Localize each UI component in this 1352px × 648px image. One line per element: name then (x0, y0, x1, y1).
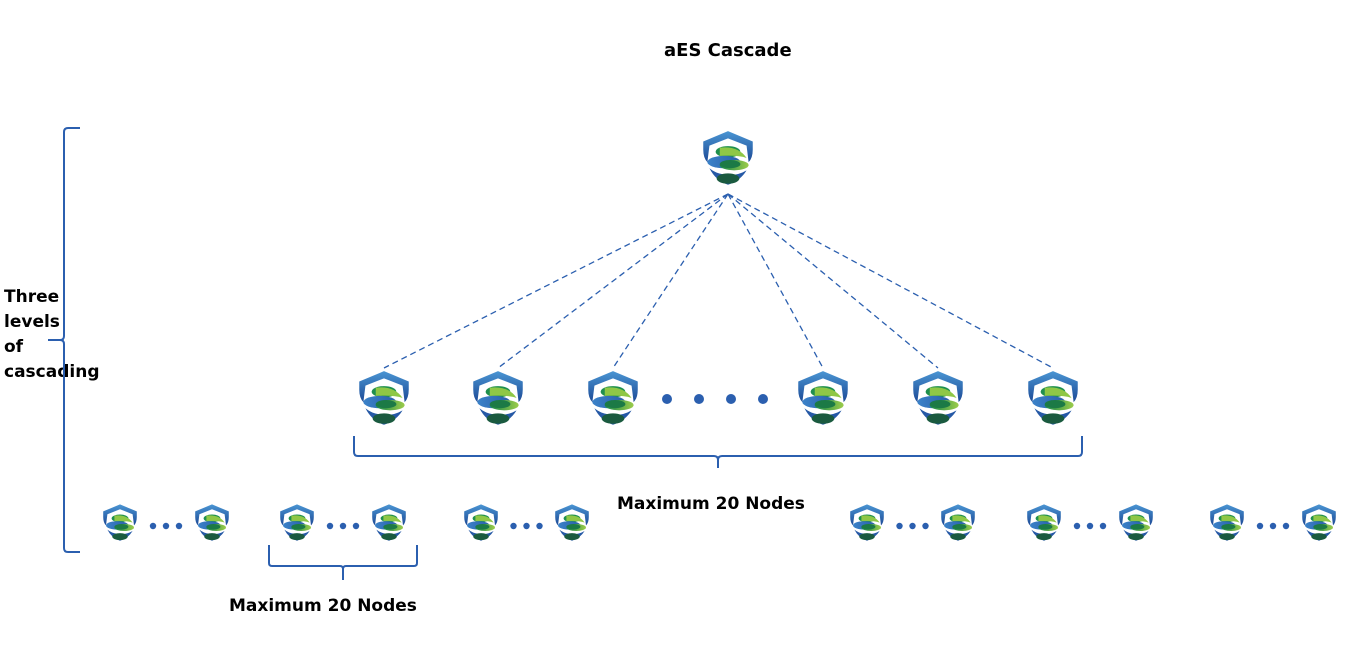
aes-node-icon (798, 371, 848, 425)
aes-node-icon (941, 504, 975, 541)
ellipsis-dot (175, 522, 183, 530)
ellipsis-dot (1099, 522, 1107, 530)
aes-node-icon (850, 504, 884, 541)
aes-node-icon (703, 131, 753, 185)
connection-lines (383, 193, 1054, 369)
levels-label-line: cascading (4, 362, 100, 382)
ellipsis-dot (1269, 522, 1277, 530)
aes-node-icon (1027, 504, 1061, 541)
ellipsis-dots (149, 394, 1290, 530)
ellipsis-dot (162, 522, 170, 530)
ellipsis-dot (536, 522, 543, 530)
levels-bracket (48, 127, 80, 553)
brackets (48, 127, 1083, 580)
dashed-connector (727, 193, 1054, 369)
dashed-connector (727, 193, 939, 369)
ellipsis-dot (694, 394, 704, 404)
aes-node-icon (464, 504, 498, 541)
ellipsis-dot (922, 522, 929, 530)
ellipsis-dot (1282, 522, 1290, 530)
aes-node-icon (1210, 504, 1244, 541)
ellipsis-dot (149, 522, 157, 530)
ellipsis-dot (326, 522, 334, 530)
level3-caption: Maximum 20 Nodes (229, 596, 417, 616)
aes-node-icon (473, 371, 523, 425)
aes-node-icon (1028, 371, 1078, 425)
nodes (103, 131, 1336, 541)
dashed-connector (497, 193, 729, 369)
aes-node-icon (359, 371, 409, 425)
aes-node-icon (280, 504, 314, 541)
ellipsis-dot (352, 522, 360, 530)
ellipsis-dot (896, 522, 903, 530)
aes-node-icon (913, 371, 963, 425)
ellipsis-dot (339, 522, 347, 530)
ellipsis-dot (523, 522, 530, 530)
ellipsis-dot (510, 522, 517, 530)
levels-label-line: of (4, 337, 24, 357)
level2-caption: Maximum 20 Nodes (617, 494, 805, 514)
ellipsis-dot (1086, 522, 1094, 530)
levels-label: Three levels of cascading (4, 285, 99, 385)
ellipsis-dot (758, 394, 768, 404)
levels-label-line: levels (4, 312, 60, 332)
dashed-connector (727, 193, 824, 369)
ellipsis-dot (1256, 522, 1264, 530)
aes-node-icon (103, 504, 137, 541)
dashed-connector (612, 193, 729, 369)
aes-node-icon (555, 504, 589, 541)
ellipsis-dot (909, 522, 916, 530)
ellipsis-dot (662, 394, 672, 404)
ellipsis-dot (1073, 522, 1081, 530)
aes-node-icon (372, 504, 406, 541)
aes-node-icon (195, 504, 229, 541)
diagram-title: aES Cascade (664, 40, 792, 61)
aes-node-icon (588, 371, 638, 425)
levels-label-line: Three (4, 287, 60, 307)
ellipsis-dot (726, 394, 736, 404)
aes-node-icon (1119, 504, 1153, 541)
aes-node-icon (1302, 504, 1336, 541)
level3-bracket (268, 545, 418, 580)
level2-bracket (353, 436, 1083, 468)
dashed-connector (383, 193, 729, 369)
